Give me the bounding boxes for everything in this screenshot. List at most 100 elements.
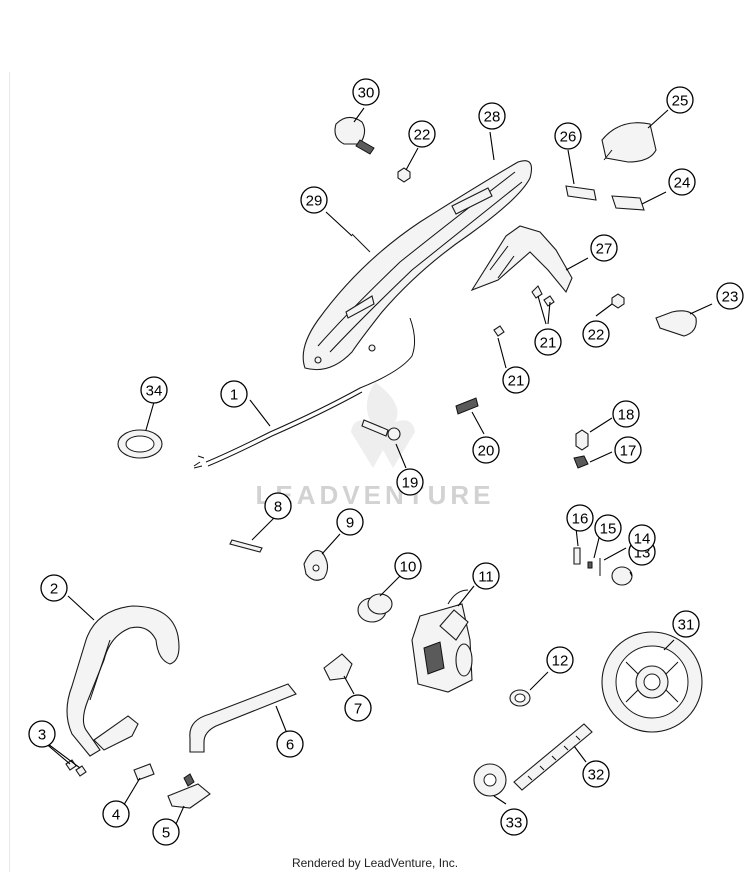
callout-22: 22: [408, 120, 436, 148]
callout-label: 11: [478, 569, 494, 586]
callout-circle: [566, 504, 594, 532]
long-bolt: [229, 539, 263, 553]
callout-circle: [628, 524, 656, 552]
callout-circle: [40, 574, 68, 602]
callout-label: 9: [346, 515, 354, 532]
callout-label: 33: [506, 815, 523, 832]
callout-label: 10: [400, 559, 417, 576]
callout-7: 7: [344, 694, 372, 722]
callout-label: 22: [588, 327, 605, 344]
watermark-logo: [351, 382, 415, 468]
callout-label: 5: [162, 825, 170, 842]
callout-11: 11: [472, 562, 500, 590]
callout-circle: [502, 366, 530, 394]
callout-26: 26: [554, 122, 582, 150]
callout-circle: [500, 808, 528, 836]
callout-label: 2: [50, 581, 58, 598]
callout-circle: [472, 436, 500, 464]
callout-label: 23: [722, 289, 739, 306]
callout-circle: [478, 102, 506, 130]
callout-17: 17: [614, 436, 642, 464]
callout-28: 28: [478, 102, 506, 130]
callout-label: 18: [618, 407, 635, 424]
callout-circle: [408, 120, 436, 148]
callout-25: 25: [666, 86, 694, 114]
callout-label: 30: [358, 85, 375, 102]
callout-circle: [394, 552, 422, 580]
callout-label: 24: [674, 175, 691, 192]
callout-label: 12: [552, 653, 569, 670]
callout-circle: [336, 508, 364, 536]
jet-16: [573, 547, 581, 565]
callout-label: 29: [306, 193, 323, 210]
callout-label: 16: [572, 511, 589, 528]
callout-label: 1: [230, 387, 238, 404]
fender-bracket: [470, 225, 573, 294]
callout-8: 8: [264, 492, 292, 520]
callout-4: 4: [102, 800, 130, 828]
callout-27: 27: [590, 234, 618, 262]
callout-circle: [28, 720, 56, 748]
clip-a: [531, 285, 543, 299]
callout-12: 12: [546, 646, 574, 674]
stud-b: [75, 765, 87, 777]
callout-circle: [614, 436, 642, 464]
reflector-plate: [611, 195, 645, 211]
callout-label: 14: [634, 531, 651, 548]
callout-circle: [534, 328, 562, 356]
callout-20: 20: [472, 436, 500, 464]
callout-circle: [668, 168, 696, 196]
callout-label: 31: [678, 617, 695, 634]
callout-label: 7: [354, 701, 362, 718]
nut-upper: [397, 167, 411, 183]
watermark: LEADVENTURE: [255, 480, 495, 510]
nut-right: [611, 293, 625, 309]
footer-credit: Rendered by LeadVenture, Inc.: [291, 856, 459, 870]
callout-circle: [152, 818, 180, 846]
number-plate-bracket: [565, 185, 597, 201]
cable-guide-part: [334, 116, 375, 155]
fender-decal: [351, 233, 371, 253]
callout-3: 3: [28, 720, 56, 748]
callout-circle: [716, 282, 744, 310]
callout-16: 16: [566, 504, 594, 532]
callout-circle: [276, 730, 304, 758]
callout-10: 10: [394, 552, 422, 580]
callout-circle: [140, 376, 168, 404]
callout-14: 14: [628, 524, 656, 552]
clip-b: [543, 295, 555, 307]
callout-circle: [352, 78, 380, 106]
callout-label: 19: [402, 475, 419, 492]
callout-circle: [220, 380, 248, 408]
callout-label: 15: [600, 521, 617, 538]
seal-ring: [117, 429, 163, 459]
plate-washer: [303, 549, 329, 581]
callout-24: 24: [668, 168, 696, 196]
callout-29: 29: [300, 186, 328, 214]
callout-group: 1234567891011121314151617181920212122222…: [28, 78, 744, 846]
callout-circle: [554, 122, 582, 150]
sleeve: [357, 593, 393, 623]
callout-label: 21: [508, 373, 525, 390]
front-sprocket: [473, 763, 507, 797]
callout-18: 18: [612, 400, 640, 428]
callout-circle: [666, 86, 694, 114]
callout-circle: [102, 800, 130, 828]
callout-label: 6: [286, 737, 294, 754]
front-fender: [302, 160, 533, 371]
callout-label: 32: [588, 767, 605, 784]
callout-5: 5: [152, 818, 180, 846]
callout-21: 21: [502, 366, 530, 394]
callout-21: 21: [534, 328, 562, 356]
callout-circle: [612, 400, 640, 428]
callout-9: 9: [336, 508, 364, 536]
callout-label: 21: [540, 335, 557, 352]
callout-label: 22: [414, 127, 431, 144]
callout-label: 20: [478, 443, 495, 460]
callout-circle: [672, 610, 700, 638]
callout-22: 22: [582, 320, 610, 348]
clip-c: [493, 325, 505, 337]
page-left-rule: [9, 72, 10, 872]
callout-2: 2: [40, 574, 68, 602]
callout-circle: [594, 514, 622, 542]
